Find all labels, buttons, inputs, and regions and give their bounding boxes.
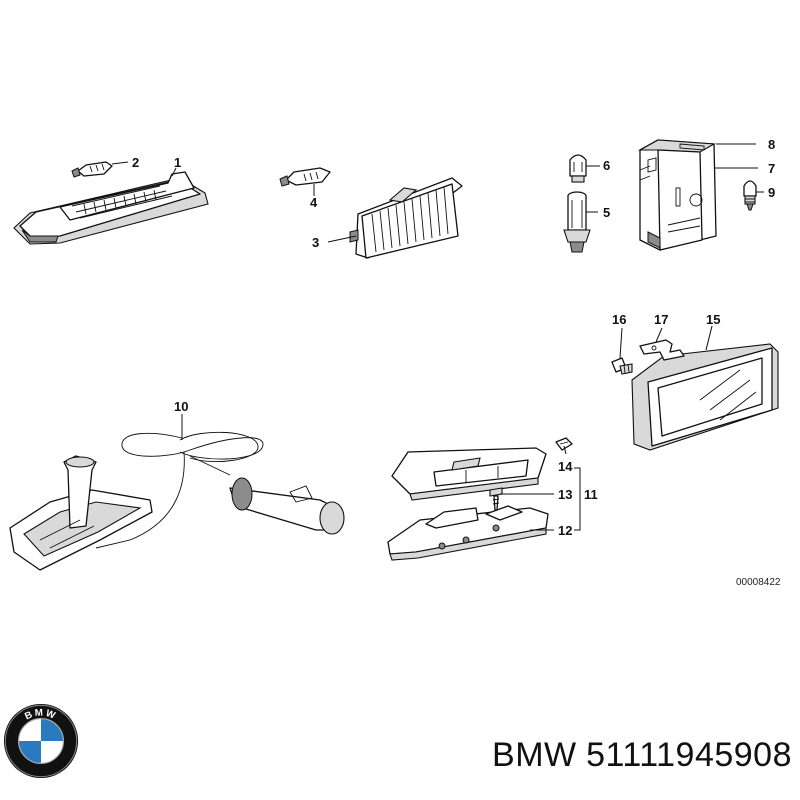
callout-8: 8 [768, 137, 775, 152]
part-2-festoon-bulb [71, 161, 113, 178]
part-4-festoon-bulb [279, 167, 331, 187]
leader-lines [111, 143, 764, 531]
caption-brand: BMW [492, 736, 577, 774]
callout-2: 2 [132, 155, 139, 170]
document-id: 00008422 [736, 577, 781, 588]
callout-9: 9 [768, 185, 775, 200]
bmw-logo: BMW [3, 703, 79, 779]
part-6-wedge-bulb [569, 154, 587, 183]
logo-text: BMW [23, 707, 56, 722]
callout-15: 15 [706, 312, 720, 327]
part-9-small-bulb [743, 180, 757, 211]
part-14-screw [555, 437, 573, 451]
part-1-lamp-housing [13, 171, 209, 245]
part-10-cable-lamp [9, 431, 345, 571]
part-13-screw [489, 487, 503, 511]
callout-11: 11 [584, 487, 598, 502]
callout-4: 4 [310, 195, 318, 210]
part-17-bracket [639, 339, 685, 361]
part-5-bulb-socket [563, 191, 591, 253]
callout-7: 7 [768, 161, 775, 176]
part-16-screw [611, 357, 633, 375]
callout-12: 12 [558, 523, 572, 538]
part-7-lamp-housing [637, 139, 717, 251]
caption-part-number: 51111945908 [586, 736, 792, 774]
part-11-license-lamp-assembly [391, 447, 547, 501]
callout-3: 3 [312, 235, 319, 250]
part-15-rectangular-lamp [631, 343, 779, 451]
callout-14: 14 [558, 459, 573, 474]
part-12-lamp-base [387, 505, 549, 561]
callout-1: 1 [174, 155, 181, 170]
callout-13: 13 [558, 487, 572, 502]
svg-text:BMW: BMW [23, 707, 58, 722]
callout-10: 10 [174, 399, 188, 414]
callout-16: 16 [612, 312, 626, 327]
callout-5: 5 [603, 205, 610, 220]
callout-6: 6 [603, 158, 610, 173]
callout-17: 17 [654, 312, 668, 327]
part-number-caption: BMW 51111945908 [410, 736, 792, 775]
part-3-lens-cover [349, 177, 463, 259]
callout-labels: 1 2 3 4 5 6 7 8 9 10 11 12 13 14 15 16 1… [132, 137, 775, 538]
